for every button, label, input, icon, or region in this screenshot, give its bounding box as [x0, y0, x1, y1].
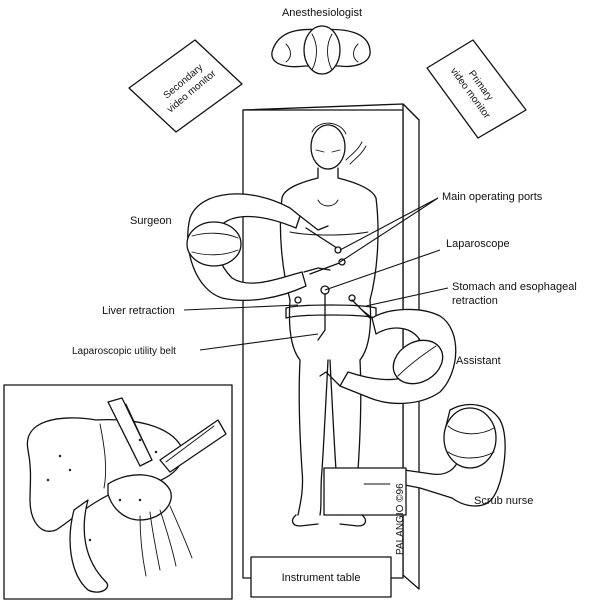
stomach-retraction-label-line2: retraction — [452, 295, 498, 307]
primary-video-monitor: Primary video monitor — [426, 39, 527, 139]
leader-lines — [183, 197, 449, 351]
stomach-retraction-label-line1: Stomach and esophageal — [452, 281, 577, 293]
anesthesiologist-label: Anesthesiologist — [282, 7, 362, 19]
instrument-table-label: Instrument table — [282, 572, 361, 584]
scrub-nurse-figure — [371, 403, 506, 507]
surgeon-label: Surgeon — [130, 215, 172, 227]
surgeon-figure — [186, 193, 331, 301]
liver-retraction-label: Liver retraction — [102, 305, 175, 317]
liver-retraction-port — [294, 296, 302, 304]
laparoscope-label: Laparoscope — [446, 238, 510, 250]
instrument-table — [250, 556, 392, 598]
assistant-label: Assistant — [456, 355, 501, 367]
artist-signature: PALANGIO ©96 — [395, 483, 406, 555]
assistant-figure — [319, 308, 457, 405]
scrub-nurse-label: Scrub nurse — [474, 495, 533, 507]
anesthesiologist-figure — [271, 25, 371, 75]
anatomy-inset — [3, 384, 233, 600]
stomach-retraction-port — [348, 294, 371, 319]
operating-table — [242, 103, 420, 590]
main-operating-ports-label: Main operating ports — [442, 191, 543, 203]
utility-belt-label: Laparoscopic utility belt — [72, 346, 176, 357]
mayo-stand — [323, 467, 407, 516]
secondary-video-monitor: Secondary video monitor — [128, 39, 243, 133]
